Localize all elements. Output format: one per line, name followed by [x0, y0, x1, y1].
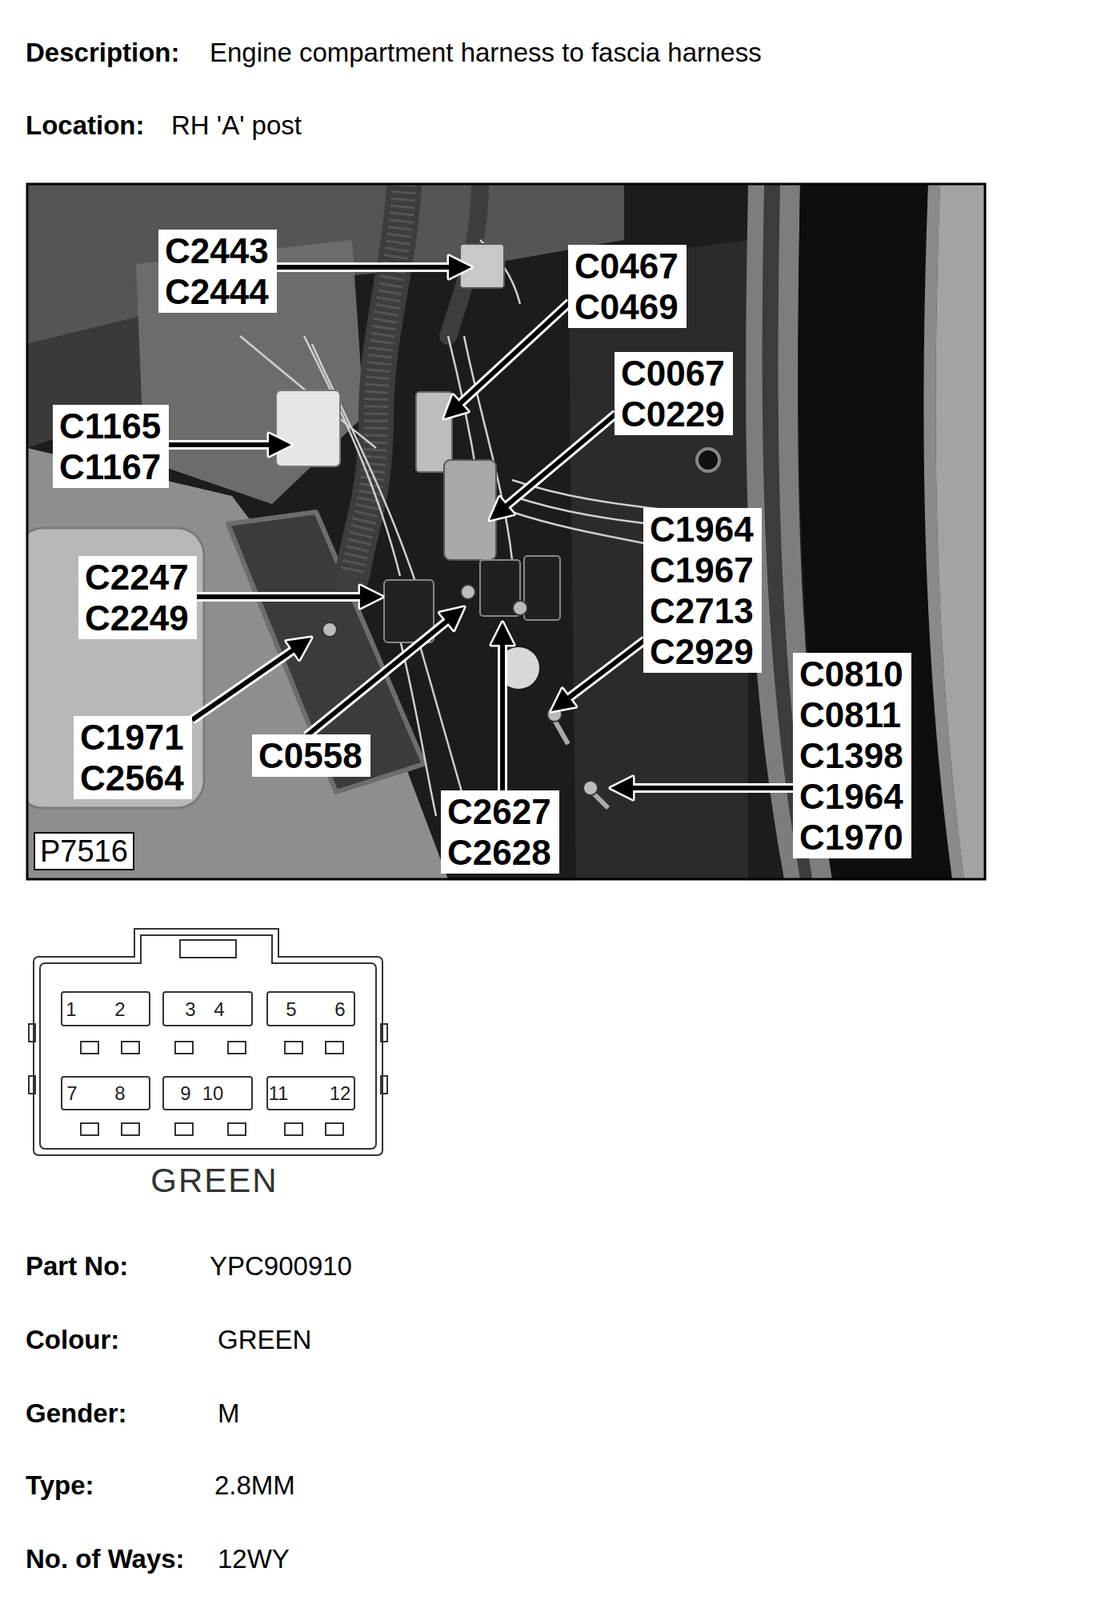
connector-code: C1165 — [59, 405, 161, 447]
callout-box: C0467C0469 — [568, 244, 687, 329]
field-name: Location: — [25, 109, 145, 142]
field-name: Gender: — [25, 1397, 128, 1430]
connector-code: C0229 — [620, 393, 725, 435]
connector-face — [28, 928, 388, 1156]
field-value: YPC900910 — [209, 1250, 353, 1283]
photo — [27, 184, 985, 880]
connector-code: C1971 — [80, 716, 185, 758]
callout-box: C1165C1167 — [52, 404, 169, 489]
connector-code: C2247 — [84, 556, 189, 598]
connector-code: C1398 — [799, 735, 904, 777]
connector-code: C2929 — [649, 631, 754, 673]
leader-arrow — [272, 256, 472, 279]
connector-code: C1167 — [59, 446, 161, 488]
field-value: 2.8MM — [214, 1469, 296, 1502]
connector-code: C2713 — [649, 590, 754, 632]
pin-number: 5 — [285, 1000, 297, 1020]
pin-number: 9 — [180, 1084, 191, 1104]
pin-number: 4 — [213, 1000, 225, 1020]
connector-code: C2443 — [164, 230, 269, 272]
pin-number: 10 — [202, 1084, 225, 1104]
connector-code: C1970 — [799, 816, 904, 858]
callout-box: C0810C0811C1398C1964C1970 — [792, 652, 912, 859]
field-value: M — [217, 1397, 241, 1430]
field-name: No. of Ways: — [25, 1543, 185, 1576]
pin-number: 2 — [114, 1000, 125, 1020]
connector-code: C2627 — [447, 791, 552, 833]
connector-code: C0811 — [799, 694, 904, 736]
field-value: 12WY — [217, 1543, 290, 1576]
leader-arrow — [168, 433, 292, 457]
connector-code: C0467 — [574, 245, 679, 287]
leader-arrow — [192, 585, 383, 609]
field-value: RH 'A' post — [171, 109, 302, 142]
callout-box: C1964C1967C2713C2929 — [643, 508, 762, 673]
pin-number: 6 — [334, 1000, 345, 1020]
connector-code: C0067 — [620, 352, 725, 394]
callout-box: C2443C2444 — [158, 229, 277, 313]
field-name: Colour: — [25, 1324, 120, 1357]
field-name: Part No: — [25, 1250, 129, 1283]
leader-arrow — [551, 640, 645, 712]
leader-arrow — [489, 413, 617, 521]
field-name: Type: — [25, 1469, 95, 1502]
connector-code: C1964 — [799, 776, 904, 817]
pin-number: 1 — [65, 1000, 77, 1020]
callout-box: C0067C0229 — [614, 352, 733, 436]
field-name: Description: — [25, 36, 181, 69]
leader-arrows — [168, 256, 795, 800]
leader-arrow — [306, 607, 465, 737]
pin-number: 7 — [66, 1084, 77, 1104]
connector-code: C0469 — [574, 286, 679, 328]
leader-arrow — [491, 622, 514, 793]
callout-box: C0558 — [252, 734, 371, 777]
connector-code: C2564 — [80, 757, 185, 799]
field-value: Engine compartment harness to fascia har… — [209, 36, 762, 69]
leader-arrow — [610, 776, 795, 800]
pin-number: 12 — [329, 1084, 352, 1104]
leader-arrow — [192, 637, 312, 721]
callout-box: C1971C2564 — [73, 716, 193, 800]
connector-code: C1964 — [649, 508, 754, 550]
connector-code: C2249 — [84, 597, 189, 639]
pin-number: 8 — [114, 1084, 125, 1104]
connector-code: C2444 — [164, 271, 269, 313]
connector-code: C0810 — [799, 653, 904, 695]
callout-box: C2627C2628 — [440, 790, 560, 874]
field-value: GREEN — [217, 1324, 312, 1357]
leader-arrow — [444, 302, 570, 419]
picture-number: P7516 — [33, 832, 135, 871]
connector-code: C2628 — [447, 832, 552, 873]
callout-box: C2247C2249 — [78, 556, 197, 640]
pin-number: 11 — [268, 1084, 289, 1104]
connector-code: C0558 — [258, 735, 363, 777]
pin-number: 3 — [184, 1000, 196, 1020]
connector-colour: GREEN — [150, 1161, 278, 1202]
connector-code: C1967 — [649, 549, 754, 591]
